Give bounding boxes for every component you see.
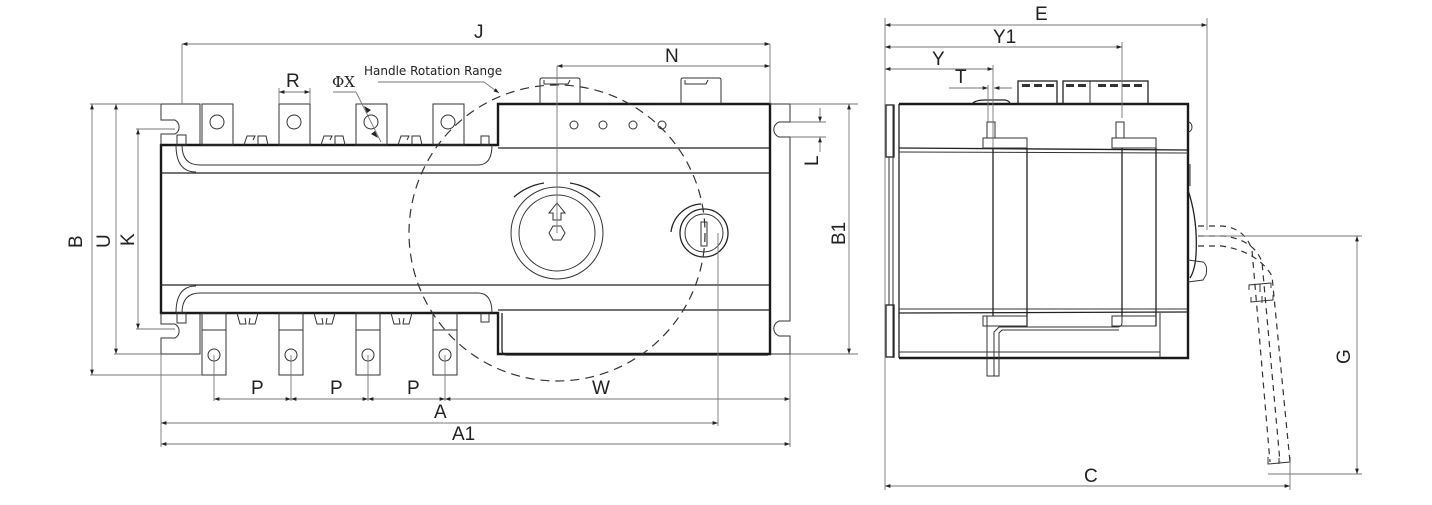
terminal-top-1 bbox=[201, 103, 234, 146]
dim-label-u: U bbox=[94, 234, 115, 248]
dim-label-g: G bbox=[1334, 349, 1355, 364]
dim-label-phi-x: ΦX bbox=[332, 73, 355, 91]
connector-pins bbox=[1022, 84, 1142, 87]
dim-label-j: J bbox=[474, 22, 484, 43]
side-view: E Y1 Y T G C bbox=[884, 4, 1362, 490]
indicator-lights bbox=[569, 120, 667, 130]
dim-label-c: C bbox=[1084, 466, 1098, 487]
dim-label-l: L bbox=[802, 155, 823, 166]
key-lock bbox=[670, 203, 729, 258]
switch-body bbox=[159, 102, 772, 356]
dim-label-k: K bbox=[118, 233, 139, 246]
handle-rotation-range-label: Handle Rotation Range bbox=[364, 64, 502, 78]
dim-label-a1: A1 bbox=[452, 424, 475, 445]
dim-label-a: A bbox=[434, 402, 447, 423]
dim-label-n: N bbox=[665, 46, 679, 67]
mounting-bracket-right bbox=[770, 103, 791, 355]
mounting-bracket-left bbox=[160, 103, 201, 355]
dim-label-p-1: P bbox=[251, 378, 264, 399]
top-connectors bbox=[534, 77, 727, 105]
terminal-top-2 bbox=[278, 103, 311, 146]
dim-label-t: T bbox=[955, 67, 967, 88]
top-terminals bbox=[201, 103, 490, 146]
dim-label-y1: Y1 bbox=[993, 27, 1016, 48]
side-body bbox=[885, 80, 1208, 377]
dim-label-p-2: P bbox=[330, 378, 343, 399]
terminal-top-3 bbox=[355, 103, 388, 146]
dim-label-w: W bbox=[592, 378, 610, 399]
side-dimensions: E Y1 Y T G C bbox=[884, 4, 1362, 490]
dim-label-p-3: P bbox=[407, 378, 420, 399]
handle-socket bbox=[510, 182, 604, 280]
dim-label-e: E bbox=[1035, 4, 1048, 25]
dim-label-b: B bbox=[66, 235, 87, 248]
front-view: J N R ΦX Handle Rotation Range B bbox=[66, 22, 858, 447]
dim-label-y: Y bbox=[932, 49, 945, 70]
front-dimensions: J N R ΦX Handle Rotation Range B bbox=[66, 22, 858, 447]
dim-label-r: R bbox=[286, 71, 300, 92]
terminal-top-4 bbox=[432, 103, 465, 146]
dim-label-b1: B1 bbox=[829, 222, 850, 245]
bottom-terminals bbox=[201, 312, 490, 376]
removable-handle-dashed bbox=[1198, 225, 1291, 465]
